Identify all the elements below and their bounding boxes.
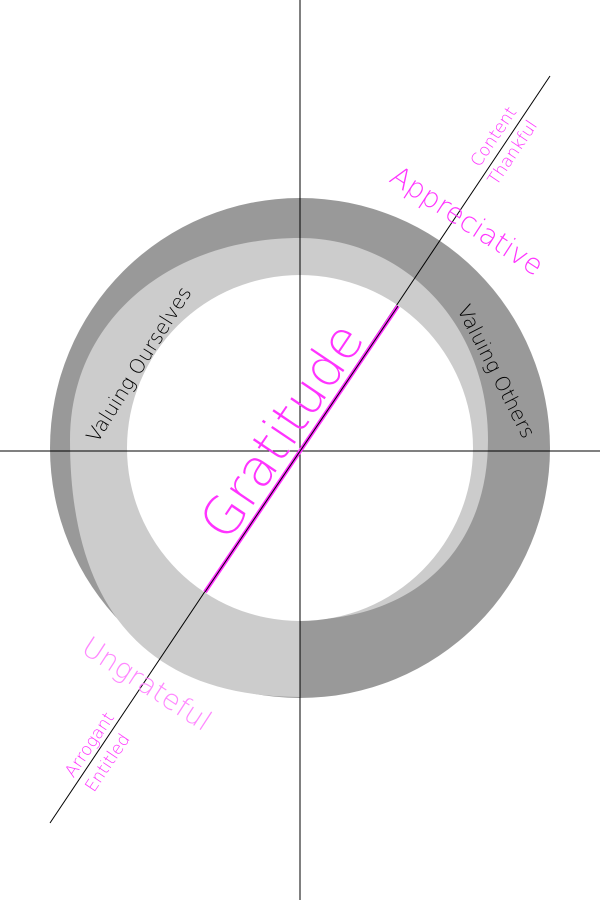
ring-inner-light xyxy=(70,238,488,697)
gratitude-highlight-core xyxy=(204,305,399,593)
